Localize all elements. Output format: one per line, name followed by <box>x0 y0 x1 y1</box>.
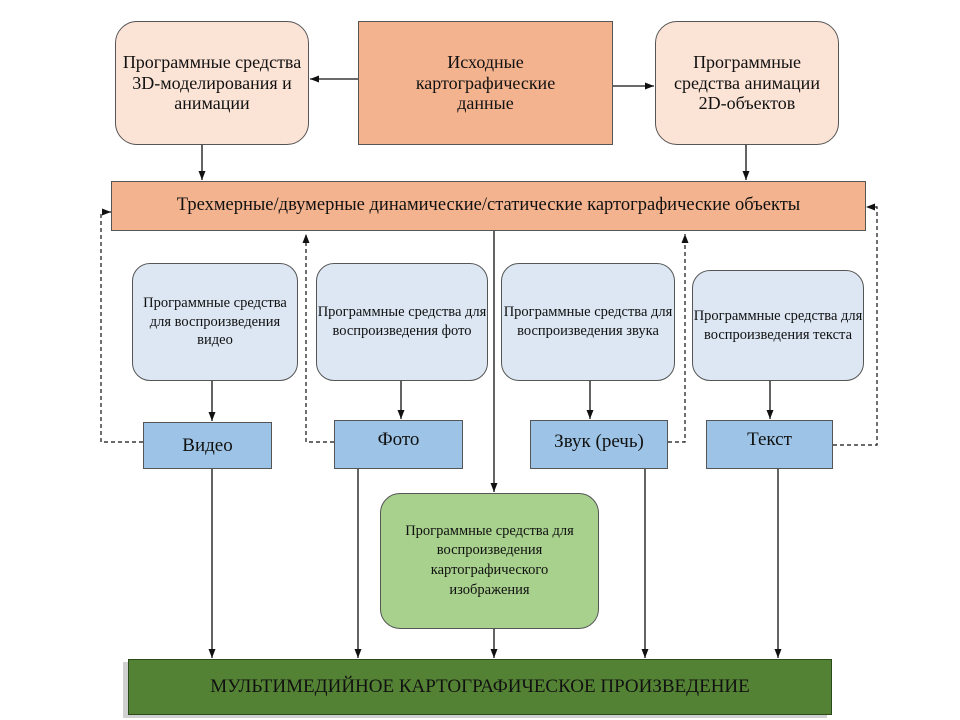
sound-label: Звук (речь) <box>554 430 644 452</box>
map-objects-label: Трехмерные/двумерные динамические/статич… <box>176 195 801 216</box>
sw-map-image-label: Программные средства для воспроизведения… <box>405 522 574 598</box>
sw-2d-animation-box: Программные средства анимации 2D-объекто… <box>655 21 839 145</box>
map-objects-band: Трехмерные/двумерные динамические/статич… <box>111 181 866 231</box>
video-label: Видео <box>182 434 233 456</box>
sw-3d-modeling-label: Программные средства 3D-моделирования и … <box>122 51 302 114</box>
sound-box: Звук (речь) <box>530 420 668 469</box>
sw-photo-label: Программные средства для воспроизведения… <box>317 304 487 339</box>
sw-map-image-box: Программные средства для воспроизведения… <box>380 493 599 629</box>
photo-label: Фото <box>377 428 420 450</box>
dashed-feedback-sound <box>668 234 689 443</box>
sw-video-box: Программные средства для воспроизведения… <box>132 263 298 381</box>
sw-sound-box: Программные средства для воспроизведения… <box>501 263 675 381</box>
multimedia-map-work-label: МУЛЬТИМЕДИЙНОЕ КАРТОГРАФИЧЕСКОЕ ПРОИЗВЕД… <box>210 676 750 698</box>
sw-text-box: Программные средства для воспроизведения… <box>692 270 864 381</box>
photo-box: Фото <box>334 420 463 469</box>
sw-video-label: Программные средства для воспроизведения… <box>143 294 287 349</box>
source-data-label: Исходные картографические данные <box>415 51 556 114</box>
text-label: Текст <box>747 428 792 450</box>
sw-3d-modeling-box: Программные средства 3D-моделирования и … <box>115 21 309 145</box>
dashed-feedback-photo <box>302 234 334 443</box>
text-box: Текст <box>706 420 833 469</box>
sw-2d-animation-label: Программные средства анимации 2D-объекто… <box>674 51 820 114</box>
video-box: Видео <box>143 422 272 469</box>
sw-photo-box: Программные средства для воспроизведения… <box>316 263 488 381</box>
sw-text-label: Программные средства для воспроизведения… <box>693 307 863 343</box>
source-data-box: Исходные картографические данные <box>358 21 613 145</box>
multimedia-map-work-box: МУЛЬТИМЕДИЙНОЕ КАРТОГРАФИЧЕСКОЕ ПРОИЗВЕД… <box>128 659 832 715</box>
dashed-feedback-text <box>833 203 878 446</box>
sw-sound-label: Программные средства для воспроизведения… <box>503 304 673 339</box>
dashed-feedback-video <box>100 208 143 443</box>
